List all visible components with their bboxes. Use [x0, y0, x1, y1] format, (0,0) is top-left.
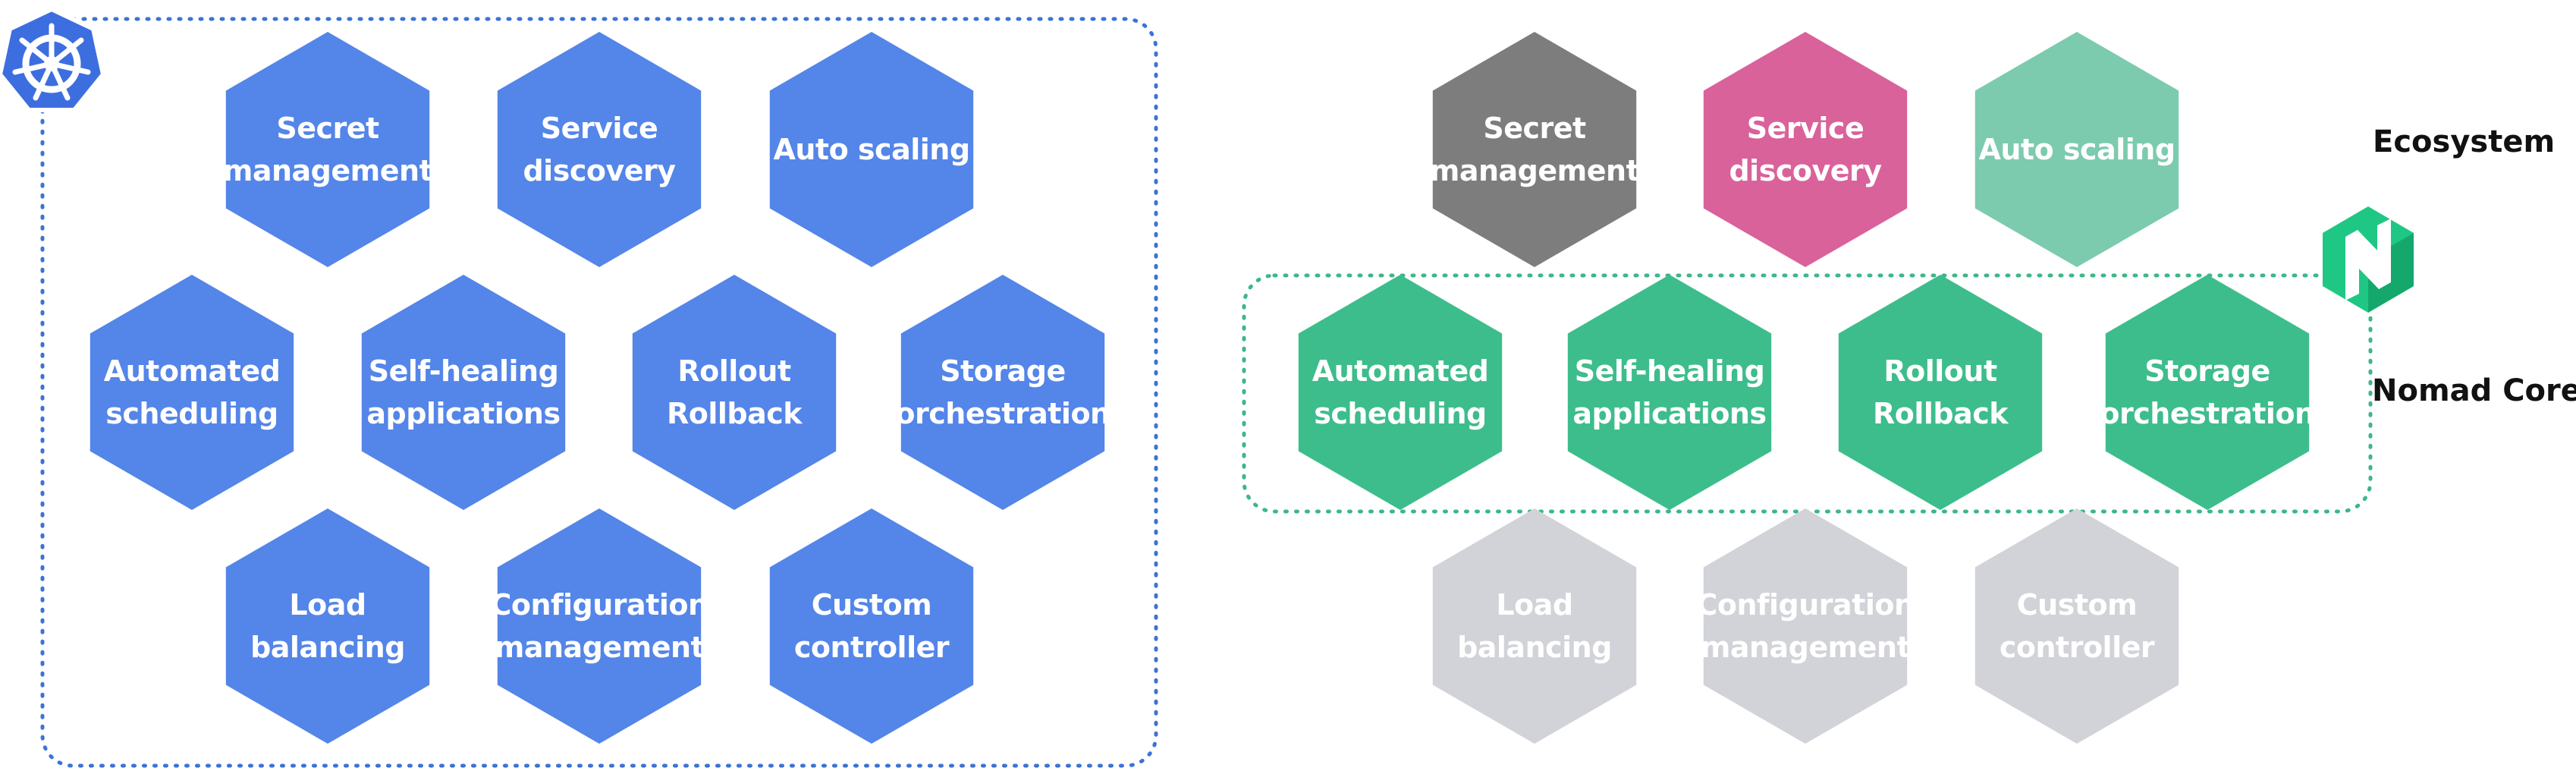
nomad-hexagon-label-self-healing-applications: Self-healing	[1575, 354, 1765, 388]
kubernetes-hexagon-shape-configuration-management	[497, 508, 702, 744]
nomad-hexagon-secret-management: Secret management	[1430, 32, 1640, 267]
nomad-hexagon-load-balancing: Load balancing	[1432, 508, 1637, 744]
nomad-hexagon-label-service-discovery: discovery	[1729, 154, 1882, 187]
helm-wheel-icon	[0, 6, 106, 112]
nomad-core-label: Nomad Core	[2372, 373, 2576, 408]
nomad-hexagon-label-secret-management: management	[1430, 154, 1640, 187]
kubernetes-hexagon-label-custom-controller: controller	[794, 631, 950, 664]
kubernetes-hexagon-label-automated-scheduling: scheduling	[105, 397, 278, 430]
kubernetes-hexagon-shape-self-healing-applications	[361, 275, 566, 510]
kubernetes-hexagon-shape-load-balancing	[225, 508, 430, 744]
kubernetes-hexagon-load-balancing: Load balancing	[225, 508, 430, 744]
nomad-hexagon-shape-load-balancing	[1432, 508, 1637, 744]
nomad-hexagon-label-automated-scheduling: scheduling	[1314, 397, 1487, 430]
kubernetes-hexagon-label-secret-management: management	[223, 154, 433, 187]
nomad-hexagon-shape-service-discovery	[1703, 32, 1908, 267]
kubernetes-hexagon-label-load-balancing: Load	[289, 588, 366, 622]
nomad-hexagon-label-custom-controller: Custom	[2017, 588, 2137, 622]
kubernetes-hexagon-storage-orchestration: Storage orchestration	[895, 275, 1111, 510]
nomad-hexagon-storage-orchestration: Storage orchestration	[2100, 275, 2315, 510]
kubernetes-hexagon-self-healing-applications: Self-healing applications	[361, 275, 566, 510]
kubernetes-hexagon-label-load-balancing: balancing	[250, 631, 405, 664]
kubernetes-boundary	[40, 17, 1158, 768]
nomad-hexagon-label-configuration-management: management	[1701, 631, 1911, 664]
nomad-hexagon-grid: Secret management Service discovery Auto sca…	[1298, 32, 2315, 744]
kubernetes-hexagon-label-secret-management: Secret	[276, 112, 379, 145]
nomad-hexagon-label-automated-scheduling: Automated	[1312, 354, 1489, 388]
nomad-hexagon-label-secret-management: Secret	[1483, 112, 1586, 145]
kubernetes-hexagon-configuration-management: Configuration management	[490, 508, 708, 744]
nomad-hexagon-shape-auto-scaling	[1974, 32, 2179, 267]
nomad-hexagon-automated-scheduling: Automated scheduling	[1298, 275, 1503, 510]
kubernetes-hexagon-label-rollout-rollback: Rollback	[667, 397, 803, 430]
nomad-hexagon-self-healing-applications: Self-healing applications	[1567, 275, 1772, 510]
kubernetes-hexagon-service-discovery: Service discovery	[497, 32, 702, 267]
kubernetes-hexagon-grid: Secret management Service discovery Auto sca…	[90, 32, 1111, 744]
nomad-hexagon-label-load-balancing: Load	[1496, 588, 1572, 622]
kubernetes-hexagon-shape-secret-management	[225, 32, 430, 267]
nomad-hexagon-label-configuration-management: Configuration	[1696, 588, 1914, 622]
nomad-hexagon-label-storage-orchestration: orchestration	[2100, 397, 2314, 430]
kubernetes-hexagon-label-service-discovery: Service	[541, 112, 658, 145]
kubernetes-hexagon-label-rollout-rollback: Rollout	[677, 354, 791, 388]
nomad-hexagon-label-load-balancing: balancing	[1457, 631, 1612, 664]
kubernetes-hexagon-label-custom-controller: Custom	[812, 588, 931, 622]
nomad-hexagon-shape-configuration-management	[1703, 508, 1908, 744]
nomad-hexagon-shape-self-healing-applications	[1567, 275, 1772, 510]
nomad-hexagon-label-rollout-rollback: Rollout	[1883, 354, 1997, 388]
kubernetes-hexagon-label-self-healing-applications: Self-healing	[369, 354, 559, 388]
kubernetes-hexagon-shape-storage-orchestration	[900, 275, 1105, 510]
nomad-hexagon-shape-automated-scheduling	[1298, 275, 1503, 510]
kubernetes-hexagon-shape-rollout-rollback	[632, 275, 837, 510]
kubernetes-hexagon-automated-scheduling: Automated scheduling	[90, 275, 294, 510]
kubernetes-hexagon-label-storage-orchestration: Storage	[940, 354, 1066, 388]
nomad-hexagon-custom-controller: Custom controller	[1974, 508, 2179, 744]
nomad-hexagon-configuration-management: Configuration management	[1696, 508, 1915, 744]
kubernetes-hexagon-secret-management: Secret management	[223, 32, 433, 267]
nomad-hexagon-label-rollout-rollback: Rollback	[1873, 397, 2009, 430]
kubernetes-hexagon-shape-custom-controller	[769, 508, 974, 744]
kubernetes-hexagon-shape-automated-scheduling	[90, 275, 294, 510]
nomad-hexagon-shape-custom-controller	[1974, 508, 2179, 744]
kubernetes-hexagon-label-auto-scaling: Auto scaling	[773, 133, 969, 166]
nomad-hexagon-service-discovery: Service discovery	[1703, 32, 1908, 267]
nomad-logo-icon	[2323, 206, 2414, 313]
nomad-hexagon-label-custom-controller: controller	[2000, 631, 2155, 664]
nomad-hexagon-label-service-discovery: Service	[1747, 112, 1864, 145]
kubernetes-hexagon-custom-controller: Custom controller	[769, 508, 974, 744]
nomad-hexagon-label-storage-orchestration: Storage	[2144, 354, 2270, 388]
nomad-hexagon-label-self-healing-applications: applications	[1572, 397, 1766, 430]
kubernetes-hexagon-auto-scaling: Auto scaling	[769, 32, 974, 267]
kubernetes-hexagon-label-configuration-management: management	[495, 631, 705, 664]
kubernetes-hexagon-label-self-healing-applications: applications	[366, 397, 560, 430]
kubernetes-hexagon-shape-auto-scaling	[769, 32, 974, 267]
kubernetes-hexagon-shape-service-discovery	[497, 32, 702, 267]
ecosystem-label: Ecosystem	[2373, 124, 2555, 159]
nomad-hexagon-auto-scaling: Auto scaling	[1974, 32, 2179, 267]
nomad-hexagon-label-auto-scaling: Auto scaling	[1978, 133, 2175, 166]
kubernetes-hexagon-label-service-discovery: discovery	[523, 154, 676, 187]
nomad-hexagon-shape-rollout-rollback	[1838, 275, 2043, 510]
nomad-hexagon-shape-storage-orchestration	[2105, 275, 2310, 510]
kubernetes-hexagon-label-configuration-management: Configuration	[490, 588, 708, 622]
nomad-hexagon-shape-secret-management	[1432, 32, 1637, 267]
kubernetes-hexagon-label-storage-orchestration: orchestration	[895, 397, 1110, 430]
kubernetes-hexagon-label-automated-scheduling: Automated	[104, 354, 281, 388]
